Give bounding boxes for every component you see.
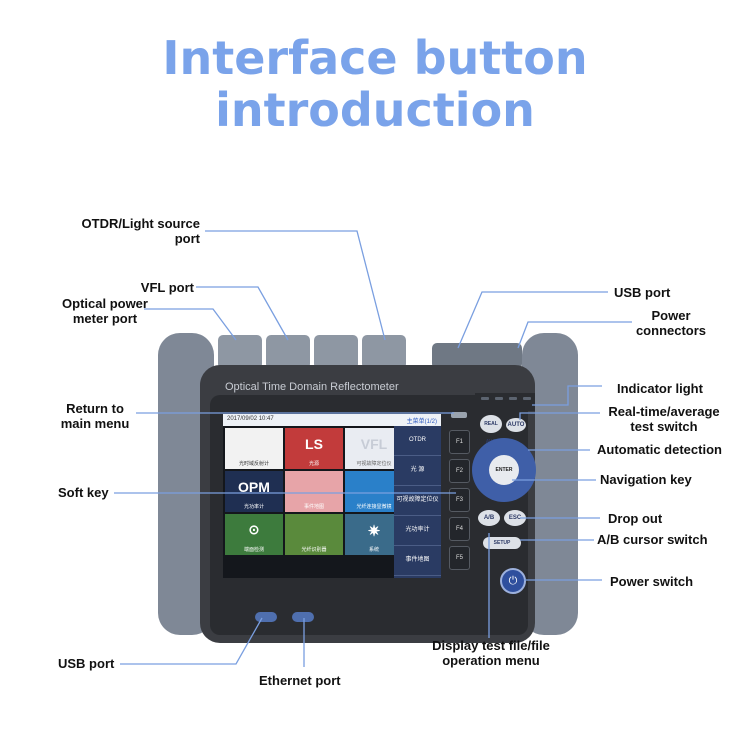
menu-item[interactable]: 可视故障定位仪 — [394, 486, 441, 516]
otdr-port-cap-2 — [362, 335, 406, 369]
leader-otdr — [205, 230, 386, 341]
menu-item[interactable]: 光功率计 — [394, 516, 441, 546]
gear-icon: ✷ — [367, 523, 381, 540]
tile-label: 事件地图 — [303, 504, 324, 510]
label-ab-cursor: A/B cursor switch — [597, 532, 708, 547]
title-line-2: introduction — [215, 83, 535, 137]
indicator-lights — [475, 393, 535, 411]
return-menu-button[interactable] — [451, 412, 467, 418]
label-otdr-port: OTDR/Light source port — [81, 216, 200, 246]
tile-label: 光时域反射计 — [238, 461, 269, 467]
esc-button[interactable]: ESC — [504, 510, 526, 526]
f2-key[interactable]: F2 — [449, 459, 470, 483]
indicator-led — [481, 397, 489, 400]
indicator-led — [523, 397, 531, 400]
tile-opm[interactable]: OPM 光功率计 — [225, 471, 283, 512]
opm-port-cap — [218, 335, 262, 369]
usb-power-block — [432, 343, 522, 369]
otdr-port-cap-1 — [314, 335, 358, 369]
leader-vfl — [196, 286, 289, 341]
tile-big: VFL — [360, 436, 388, 452]
label-vfl-port: VFL port — [140, 280, 194, 295]
tile-fiber-id[interactable]: 光纤识别器 — [285, 514, 343, 555]
tile-ls[interactable]: LS 光源 — [285, 428, 343, 469]
menu-item[interactable]: 光 源 — [394, 456, 441, 486]
ab-button[interactable]: A/B — [478, 510, 500, 526]
menu-item[interactable]: 事件地图 — [394, 546, 441, 576]
auto-button[interactable]: AUTO — [506, 418, 526, 432]
label-ethernet-port: Ethernet port — [259, 673, 341, 688]
label-indicator-light: Indicator light — [617, 381, 703, 396]
power-button[interactable]: ⏻ — [500, 568, 526, 594]
label-nav-key: Navigation key — [600, 472, 692, 487]
f3-key[interactable]: F3 — [449, 488, 470, 512]
label-display-test-file: Display test file/file operation menu — [432, 638, 550, 668]
tile-label: 可视故障定位仪 — [356, 461, 392, 467]
label-power-switch: Power switch — [610, 574, 694, 589]
label-return-menu: Return to main menu — [60, 401, 130, 431]
ethernet-port — [292, 612, 314, 622]
leader-indicator — [532, 385, 602, 406]
label-power-connectors: Power connectors — [635, 308, 707, 338]
tile-vfl[interactable]: VFL 可视故障定位仪 — [345, 428, 403, 469]
tile-label: 光功率计 — [243, 504, 264, 510]
tile-event-map[interactable]: 事件地图 — [285, 471, 343, 512]
label-realtime-avg: Real-time/average test switch — [608, 404, 720, 434]
tile-fiber-scope[interactable]: 光纤连接显微镜 — [345, 471, 403, 512]
f5-key[interactable]: F5 — [449, 546, 470, 570]
indicator-led — [495, 397, 503, 400]
tile-big: OPM — [238, 479, 270, 495]
tile-label: 光纤连接显微镜 — [356, 504, 392, 510]
tile-label: 系统 — [368, 547, 379, 553]
label-usb-port-left: USB port — [58, 656, 115, 671]
leader-realavg — [519, 412, 600, 420]
label-usb-port-top: USB port — [614, 285, 671, 300]
screen-date: 2017/09/02 10:47 — [227, 416, 274, 422]
leader-power-conn — [517, 321, 632, 349]
tile-endface[interactable]: ⊙ 端面检测 — [225, 514, 283, 555]
f1-key[interactable]: F1 — [449, 430, 470, 454]
label-opm-port: Optical power meter port — [62, 296, 148, 326]
label-soft-key: Soft key — [58, 485, 109, 500]
leader-usb-top — [457, 291, 608, 349]
power-icon: ⏻ — [508, 575, 518, 587]
usb-port-bottom — [255, 612, 277, 622]
setup-button[interactable]: SETUP — [483, 537, 521, 549]
tile-big: LS — [305, 436, 323, 452]
tile-label: 光源 — [308, 461, 319, 467]
menu-item[interactable]: OTDR — [394, 426, 441, 456]
label-drop-out: Drop out — [608, 511, 663, 526]
tile-label: 端面检测 — [243, 547, 264, 553]
tile-label: 光纤识别器 — [301, 547, 327, 553]
leader-opm — [144, 308, 237, 341]
device-name: Optical Time Domain Reflectometer — [225, 381, 399, 393]
endface-icon: ⊙ — [248, 522, 260, 537]
vfl-port-cap — [266, 335, 310, 369]
f4-key[interactable]: F4 — [449, 517, 470, 541]
title-line-1: Interface button — [162, 31, 588, 85]
screen-side-menu: OTDR 光 源 可视故障定位仪 光功率计 事件地图 — [394, 426, 441, 578]
indicator-led — [509, 397, 517, 400]
label-auto-detect: Automatic detection — [597, 442, 722, 457]
tile-system[interactable]: ✷ 系统 — [345, 514, 403, 555]
screen-status-bar: 2017/09/02 10:47 主菜单(1/2) — [223, 414, 441, 426]
screen-tab: 主菜单(1/2) — [406, 419, 437, 425]
leader-usb-left — [120, 617, 263, 665]
tile-otdr[interactable]: 光时域反射计 — [225, 428, 283, 469]
